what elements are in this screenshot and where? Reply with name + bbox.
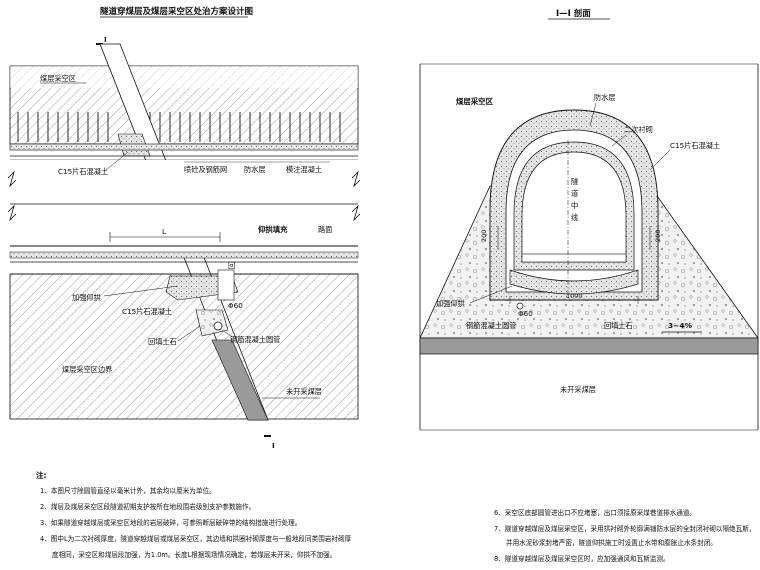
label-backfill-soil-right: 回填土石 [604, 321, 633, 330]
note-item-2: 2、煤层及煤层采空区段隧道初期支护按所在地段围岩级别支护参数施作。 [40, 503, 256, 511]
label-tunnel-center-2: 道 [571, 189, 578, 198]
label-mined-boundary: 煤层采空区边界 [62, 365, 112, 374]
section-mark-top: I [104, 35, 107, 44]
note-item-4-cont: 度相同，采空区和煤层段加强，为1.0m。长度L根据现场情况确定，若煤层未开采，仰… [52, 551, 337, 559]
note-item-6: 6、采空区底部圆管进出口不应堵塞，出口须接原采煤巷道排水通道。 [494, 509, 697, 517]
label-tunnel-center-4: 线 [571, 213, 578, 222]
lining-band-top [9, 143, 359, 151]
label-c15-right: C15片石混凝土 [670, 141, 720, 150]
label-unmined-seam-right: 未开采煤层 [560, 385, 596, 394]
label-phi60-right: Φ60 [518, 309, 533, 318]
label-waterproof-right: 防水层 [594, 93, 616, 102]
notes-section: 注: 1、本图尺寸除圆管直径以毫米计外，其余均以厘米为单位。 2、煤层及煤层采空… [0, 470, 760, 570]
note-item-8: 8、隧道穿越煤层及煤层采空区时，应加强通风和瓦斯监测。 [494, 555, 670, 563]
tunnel-opening [521, 151, 627, 263]
label-tunnel-center-1: 隧 [571, 177, 578, 186]
label-dim-1000: 1000 [566, 292, 583, 300]
label-mined-area-right: 煤层采空区 [456, 97, 494, 106]
right-view-title: I—I 剖面 [556, 8, 591, 19]
label-pavement: 路面 [318, 225, 332, 234]
label-tunnel-center-3: 中 [571, 201, 578, 210]
label-phi60-left: Φ60 [228, 301, 243, 310]
invert-arch [509, 269, 639, 295]
unmined-seam-right [419, 337, 759, 355]
unmined-seam-left [211, 339, 269, 421]
left-view-title: 隧道穿煤层及煤层采空区处治方案设计图 [100, 6, 253, 17]
right-cross-section-view: I—I 剖面 煤层采空区 防水层 二次衬砌 C [419, 8, 759, 431]
label-backfill-top: 仰拱填充 [258, 225, 288, 234]
label-dim-200-right: 200 [654, 230, 662, 242]
left-longitudinal-view: 隧道穿煤层及煤层采空区处治方案设计图 I [7, 6, 361, 450]
notes-heading: 注: [36, 471, 47, 480]
label-mined-area-left: 煤层采空区 [40, 74, 76, 83]
dim-l-label: L [162, 227, 166, 236]
label-waterproof-left: 防水层 [244, 165, 266, 174]
rock-bolts [17, 112, 341, 142]
invert-fill-band [9, 251, 359, 259]
label-c15-top: C15片石混凝土 [58, 167, 108, 176]
label-mold-concrete: 模注混凝土 [286, 165, 322, 174]
label-invert-reinforce-right: 加强仰拱 [436, 299, 465, 308]
label-invert-reinforce-left: 加强仰拱 [72, 293, 101, 302]
label-slope: 3~4% [668, 321, 692, 330]
rc-pipe-right [516, 302, 524, 310]
label-shotcrete-mesh: 喷砼及钢筋网 [184, 165, 227, 174]
label-unmined-seam-left: 未开采煤层 [286, 387, 322, 396]
label-secondary-lining: 二次衬砌 [624, 125, 653, 134]
label-rc-pipe-right: 钢筋混凝土圆管 [466, 321, 516, 330]
label-dim-200-left: 200 [480, 230, 488, 242]
label-c15-mid: C15片石混凝土 [122, 307, 172, 316]
note-item-1: 1、本图尺寸除圆管直径以毫米计外，其余均以厘米为单位。 [40, 487, 216, 495]
note-item-4: 4、图中L为二次衬砌厚度，隧道穿越煤层或煤层采空区，其边墙和拱圈衬砌厚度与一般地… [40, 535, 352, 543]
label-rc-pipe-left: 钢筋混凝土圆管 [230, 335, 280, 344]
label-dim-side: 回 [228, 261, 235, 270]
note-item-3: 3、如果隧道穿越煤层或采空区地段的岩层破碎，可参照断层破碎带的结构措施进行处理。 [40, 519, 302, 527]
note-item-7-cont: 并用水泥砂浆封堵严密，隧道仰拱施工时设置止水带和膨胀止水条封闭。 [506, 539, 717, 547]
label-backfill-soil-left: 回填土石 [148, 337, 177, 346]
note-item-7: 7、隧道穿越煤层及煤层采空区，采用拱衬砌外轮廓满铺防水层的全封闭衬砌以隔绝瓦斯， [494, 525, 756, 533]
section-mark-bottom: I [272, 441, 275, 450]
rc-pipe-left [213, 321, 223, 331]
